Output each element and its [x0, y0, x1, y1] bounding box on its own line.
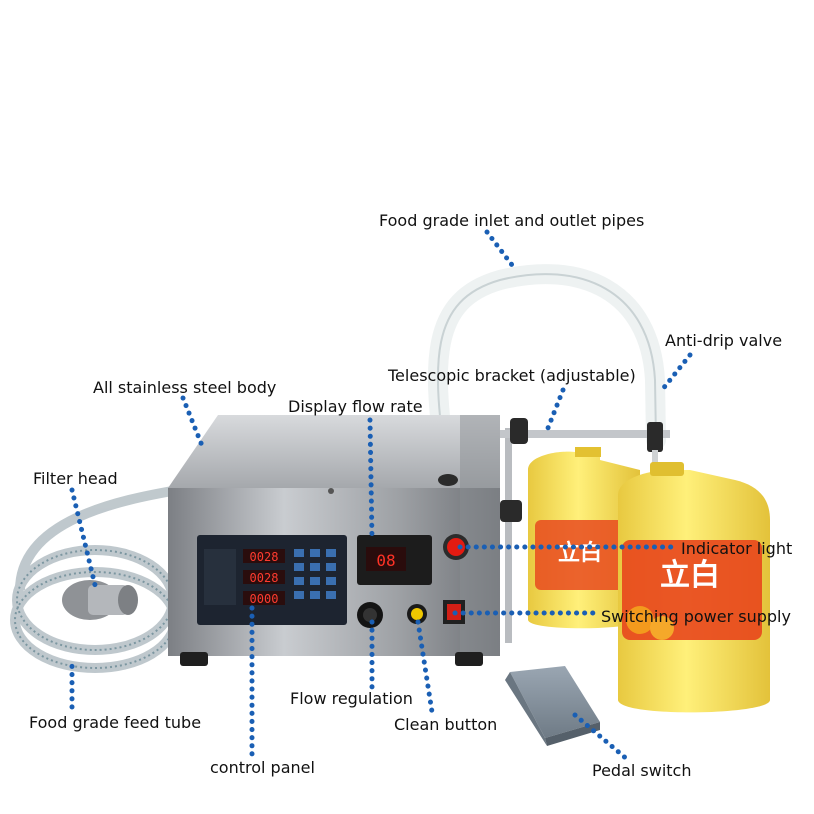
label-filter-head: Filter head [33, 469, 118, 488]
leader-lines [69, 229, 693, 763]
svg-text:0028: 0028 [250, 571, 279, 585]
feed-tube [10, 485, 180, 673]
label-anti-drip-valve: Anti-drip valve [665, 331, 783, 350]
label-control-panel: control panel [210, 758, 315, 777]
svg-text:0028: 0028 [250, 550, 279, 564]
flow-rate-display: 08 [357, 535, 432, 585]
label-food-grade-feed-tube: Food grade feed tube [29, 713, 202, 732]
svg-text:08: 08 [376, 551, 395, 570]
label-flow-regulation: Flow regulation [290, 689, 413, 708]
label-stainless-body: All stainless steel body [93, 378, 277, 397]
label-switching-power-supply: Switching power supply [601, 607, 791, 626]
label-display-flow-rate: Display flow rate [288, 397, 423, 416]
pedal-switch [505, 666, 600, 746]
svg-text:立白: 立白 [558, 540, 602, 566]
flow-knob [357, 602, 383, 628]
clean-button [407, 604, 427, 624]
label-telescopic-bracket: Telescopic bracket (adjustable) [388, 366, 636, 385]
label-clean-button: Clean button [394, 715, 498, 734]
label-inlet-outlet-pipes: Food grade inlet and outlet pipes [379, 211, 645, 230]
label-indicator-light: Indicator light [681, 539, 793, 558]
svg-text:0000: 0000 [250, 592, 279, 606]
svg-text:立白: 立白 [660, 558, 720, 593]
detergent-bottle-front: 立白 [618, 462, 770, 713]
control-panel: 0028 0028 0000 [197, 535, 347, 625]
filter-head [62, 580, 138, 620]
detergent-bottle-back: 立白 [528, 447, 640, 629]
indicator-light [443, 534, 469, 560]
label-pedal-switch: Pedal switch [592, 761, 692, 780]
telescopic-bracket [435, 418, 670, 643]
